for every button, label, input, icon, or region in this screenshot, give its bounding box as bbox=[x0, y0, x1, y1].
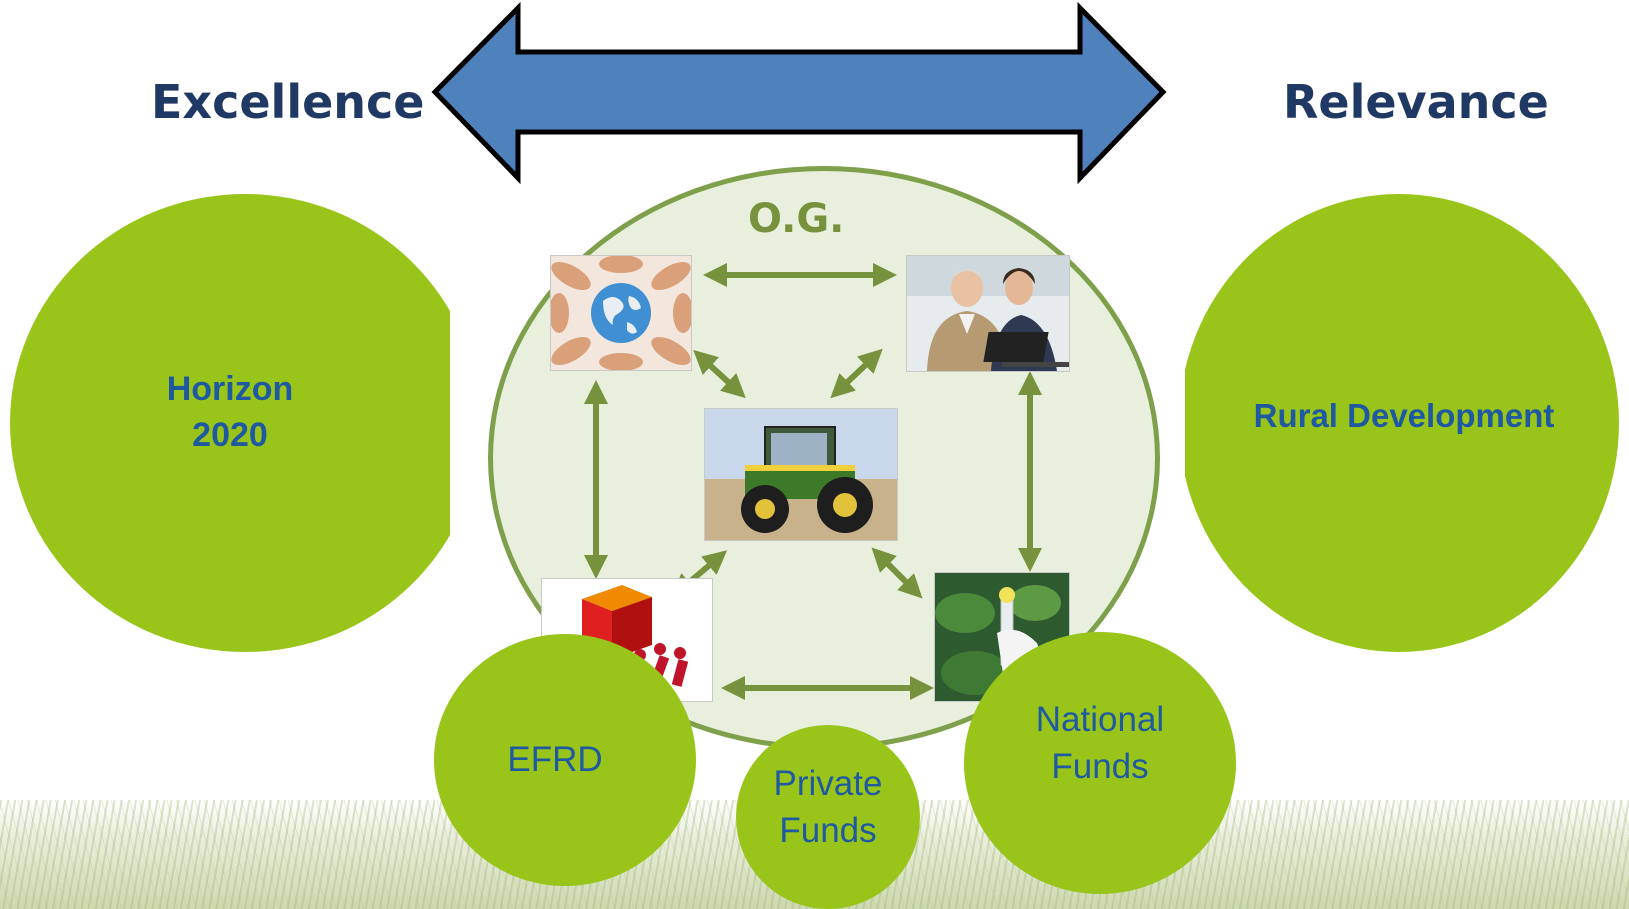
horizon-circle-wrap: Horizon 2020 bbox=[10, 194, 450, 652]
efrd-circle: EFRD bbox=[434, 634, 696, 886]
horizon-label-line2: 2020 bbox=[192, 416, 268, 454]
rural-circle-wrap: Rural Development bbox=[1185, 194, 1629, 652]
rural-circle: Rural Development bbox=[1185, 194, 1619, 652]
arrow-diag-br bbox=[871, 547, 923, 599]
double-arrow bbox=[431, 1, 1167, 185]
arrow-diag-tl bbox=[693, 349, 746, 399]
national-funds-circle: National Funds bbox=[964, 632, 1236, 894]
og-label: O.G. bbox=[748, 196, 845, 242]
private-funds-circle: Private Funds bbox=[736, 725, 920, 909]
private-funds-line2: Funds bbox=[779, 811, 877, 850]
horizon-circle: Horizon 2020 bbox=[10, 194, 450, 652]
national-funds-line2: Funds bbox=[1051, 747, 1149, 786]
arrow-diag-tr bbox=[830, 348, 883, 399]
meeting-photo bbox=[906, 255, 1070, 372]
private-funds-line1: Private bbox=[773, 763, 883, 803]
efrd-label: EFRD bbox=[507, 740, 603, 780]
tractor-photo bbox=[704, 408, 898, 541]
national-funds-line1: National bbox=[1035, 699, 1165, 739]
rural-development-label: Rural Development bbox=[1253, 396, 1555, 434]
relevance-label: Relevance bbox=[1283, 75, 1549, 129]
globe-hands-photo bbox=[550, 255, 692, 371]
excellence-label: Excellence bbox=[151, 75, 425, 129]
horizon-label-line1: Horizon bbox=[166, 370, 294, 409]
